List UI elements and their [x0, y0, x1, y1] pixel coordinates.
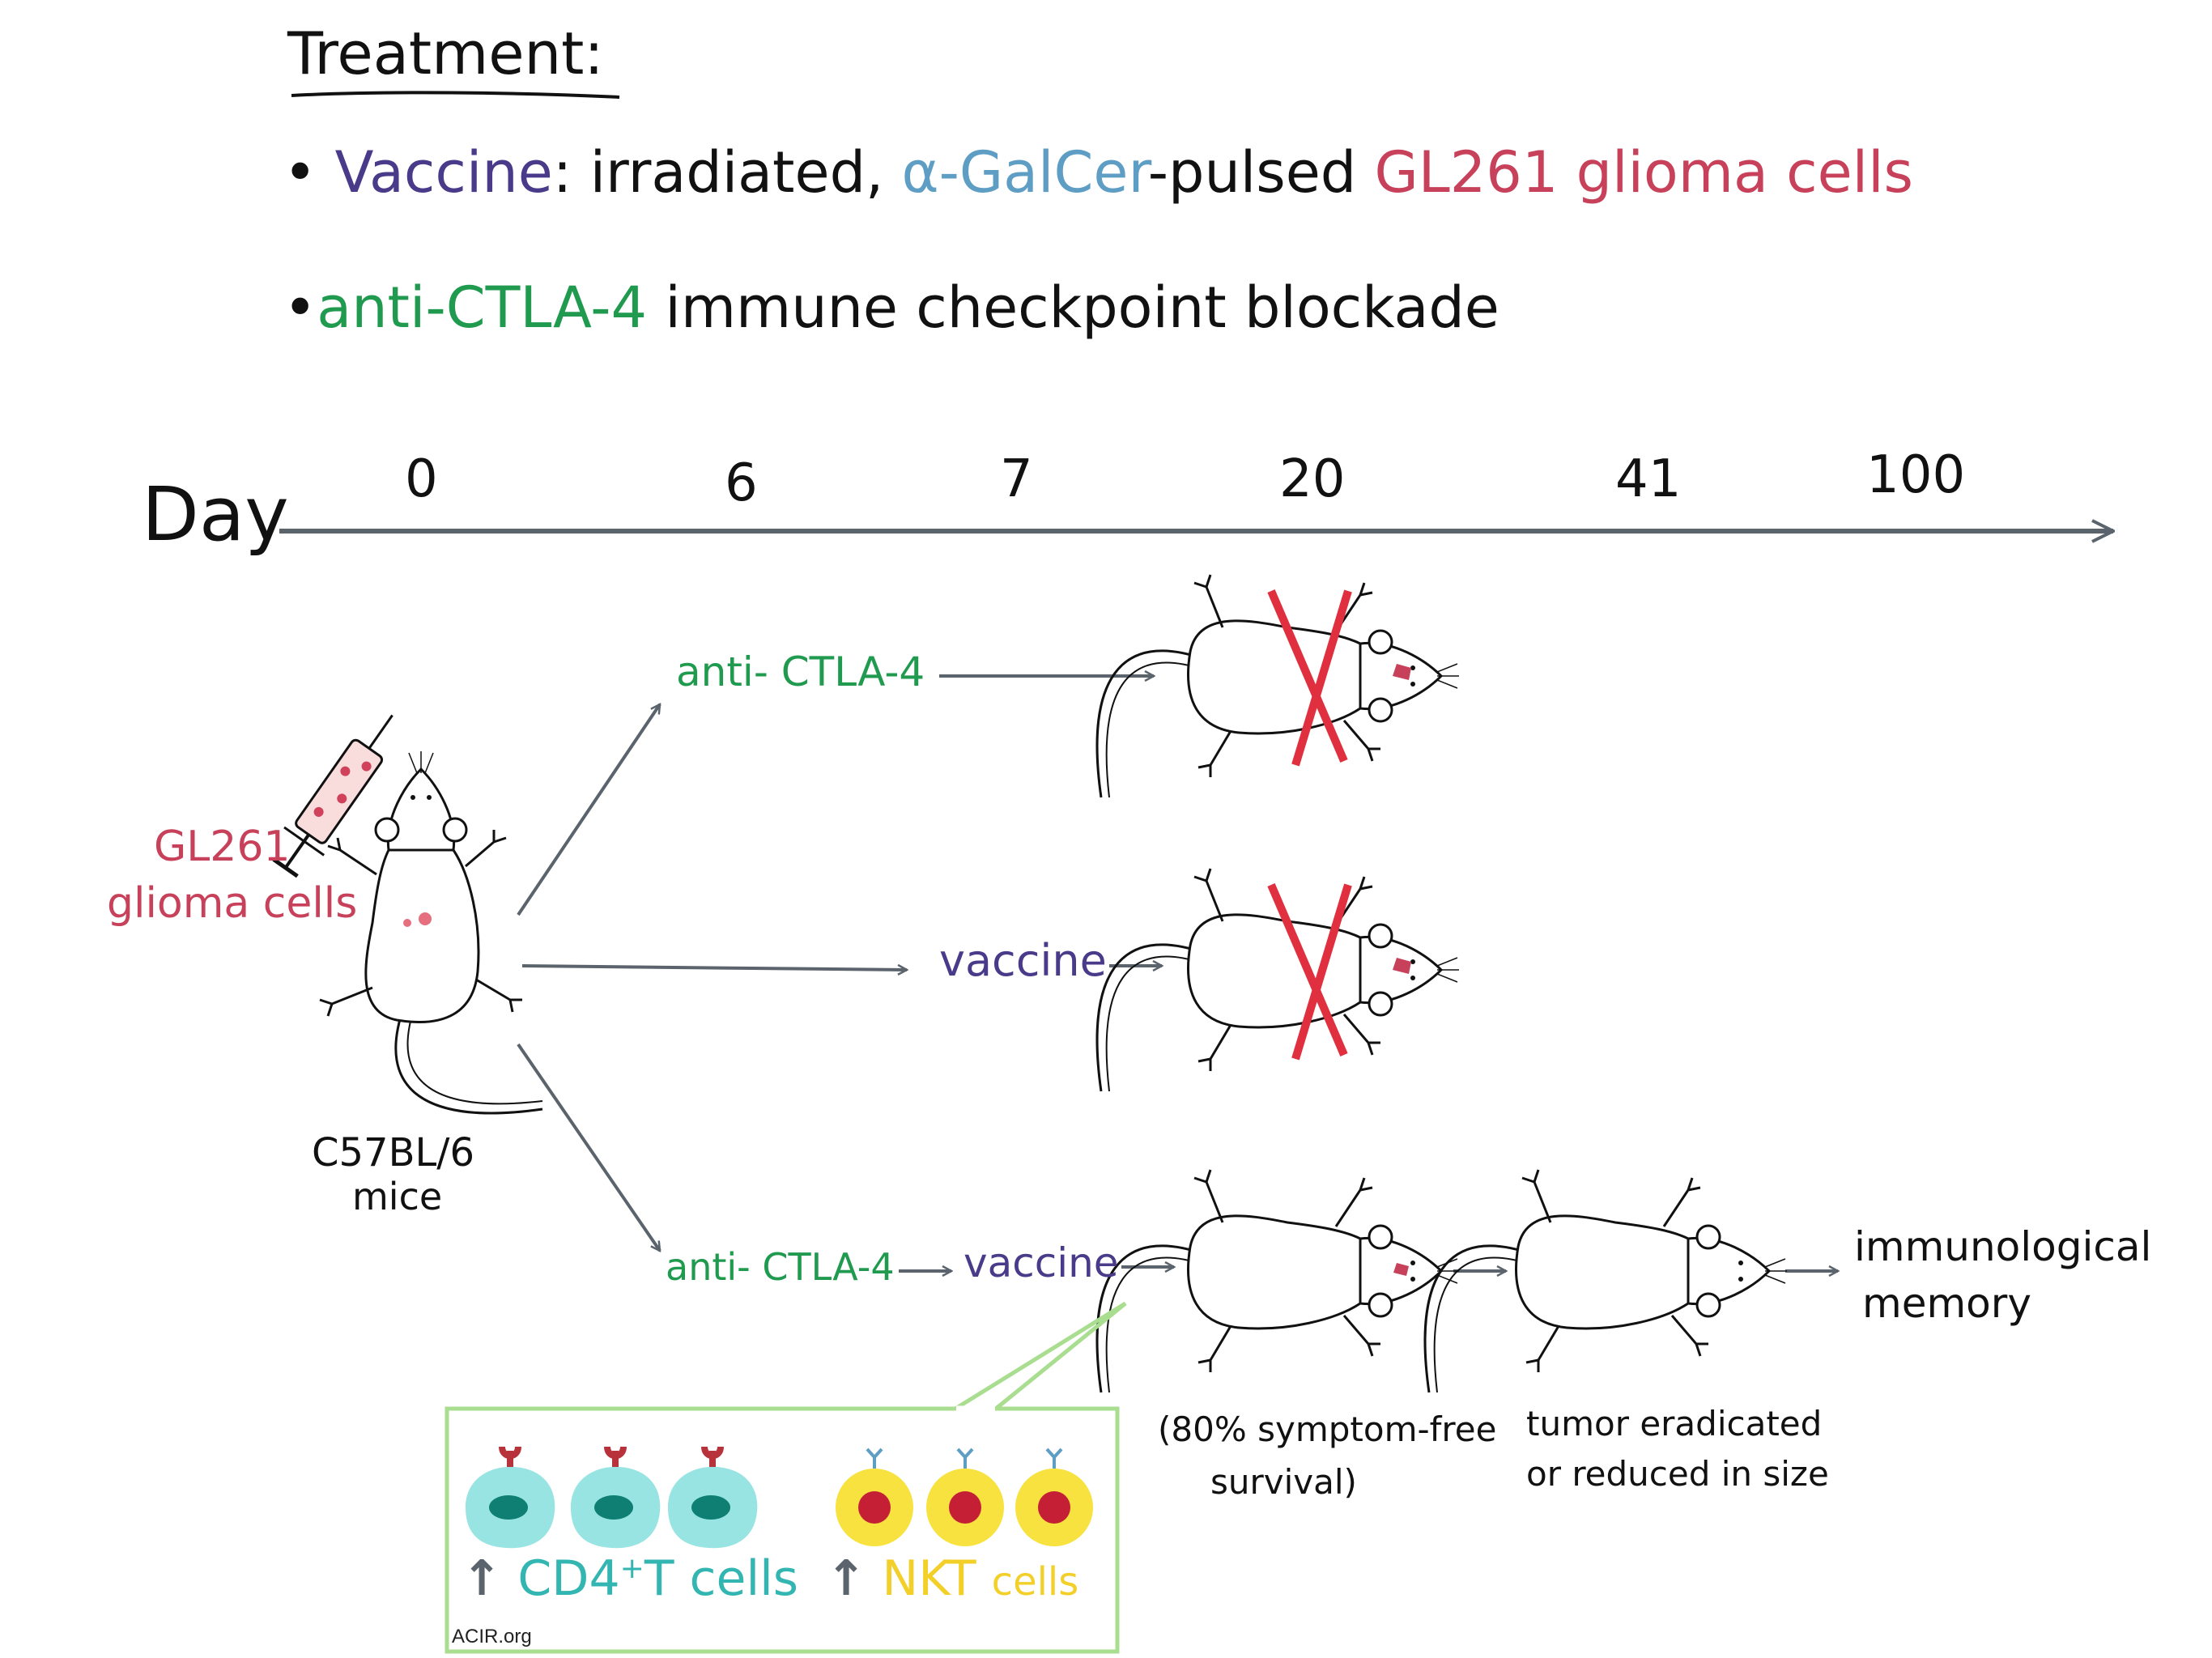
nkt-cells-label: ↑ NKT cells — [826, 1554, 1078, 1603]
nkt-label-rest: cells — [991, 1559, 1079, 1605]
bottom-arm-treatment-2: vaccine — [963, 1239, 1119, 1286]
cd4-t-cell-2 — [571, 1446, 661, 1549]
cd4-t-cell-3 — [668, 1446, 758, 1549]
nkt-label-main: NKT — [882, 1550, 976, 1607]
day-tick-0: 0 — [405, 449, 438, 509]
nkt-cell-2 — [926, 1448, 1004, 1546]
credit-text: ACIR.org — [452, 1626, 532, 1647]
cd4-t-cell-1 — [466, 1446, 555, 1549]
cd4-label-main: CD4 — [517, 1550, 620, 1607]
checkpoint-text: immune checkpoint blockade — [665, 274, 1499, 341]
outcome-memory-line-1: immunological — [1854, 1223, 2152, 1270]
branch-arrow-top — [517, 704, 661, 916]
day-tick-6: 6 — [725, 453, 758, 513]
surviving-mouse-day20 — [1095, 1168, 1461, 1394]
x-mark-stroke-2 — [1291, 589, 1352, 767]
x-mark-stroke-4 — [1291, 883, 1352, 1061]
treatment-line-2: •anti-CTLA-4 immune checkpoint blockade — [283, 279, 1499, 336]
x-mark-stroke-3 — [1267, 883, 1348, 1056]
bottom-arm-treatment-1: anti- CTLA-4 — [666, 1245, 895, 1289]
nkt-cell-1 — [836, 1448, 913, 1546]
syringe-illustration — [272, 714, 393, 878]
callout-pointer — [954, 1301, 1127, 1411]
cd4-label-rest: T cells — [644, 1550, 799, 1607]
mice-strain-label: C57BL/6 — [312, 1130, 474, 1175]
surviving-mouse-day41 — [1423, 1168, 1789, 1394]
cd4-label-sup: + — [619, 1552, 644, 1585]
outcome-tumor-line-2: or reduced in size — [1526, 1454, 1829, 1494]
heading-underline — [291, 91, 620, 99]
day-tick-7: 7 — [1000, 449, 1033, 509]
start-cells-label-2: glioma cells — [107, 879, 358, 928]
mice-label: mice — [352, 1175, 443, 1218]
cd4-increase-arrow-icon: ↑ — [462, 1550, 503, 1607]
nkt-increase-arrow-icon: ↑ — [826, 1550, 867, 1607]
outcome-tumor-line-1: tumor eradicated — [1526, 1404, 1823, 1443]
glioma-cells-term: GL261 glioma cells — [1374, 139, 1914, 206]
middle-arm-treatment: vaccine — [939, 935, 1107, 986]
start-mouse — [318, 750, 544, 1115]
day-tick-100: 100 — [1866, 445, 1966, 505]
injection-site — [419, 912, 432, 925]
nkt-cell-3 — [1015, 1448, 1093, 1546]
anti-ctla4-term: anti-CTLA-4 — [317, 274, 648, 341]
cd4-cells-label: ↑ CD4+T cells — [462, 1552, 798, 1604]
treatment-line-1: • Vaccine: irradiated, α-GalCer-pulsed G… — [283, 144, 1913, 201]
irradiated-text: : irradiated, — [552, 139, 884, 206]
dead-mouse-top — [1095, 573, 1461, 799]
outcome-memory-line-2: memory — [1862, 1280, 2031, 1327]
inset-box — [445, 1406, 1120, 1654]
top-arm-treatment: anti- CTLA-4 — [676, 648, 925, 695]
bullet-1: • — [283, 139, 317, 206]
bullet-2: • — [283, 274, 317, 341]
treatment-heading: Treatment: — [287, 19, 604, 87]
day-axis-label: Day — [142, 471, 289, 558]
day-tick-41: 41 — [1615, 449, 1682, 509]
pulsed-text: -pulsed — [1147, 139, 1357, 206]
outcome-survival-line-2: survival) — [1210, 1462, 1357, 1502]
galcer-term: α-GalCer — [901, 139, 1148, 206]
branch-arrow-bottom — [517, 1043, 661, 1251]
vaccine-term: Vaccine — [334, 139, 553, 206]
branch-arrow-middle — [521, 966, 907, 970]
day-tick-20: 20 — [1279, 449, 1346, 509]
x-mark-stroke-1 — [1267, 589, 1348, 763]
outcome-survival-line-1: (80% symptom-free — [1158, 1409, 1497, 1449]
start-cells-label-1: GL261 — [154, 823, 291, 871]
dead-mouse-middle — [1095, 867, 1461, 1093]
